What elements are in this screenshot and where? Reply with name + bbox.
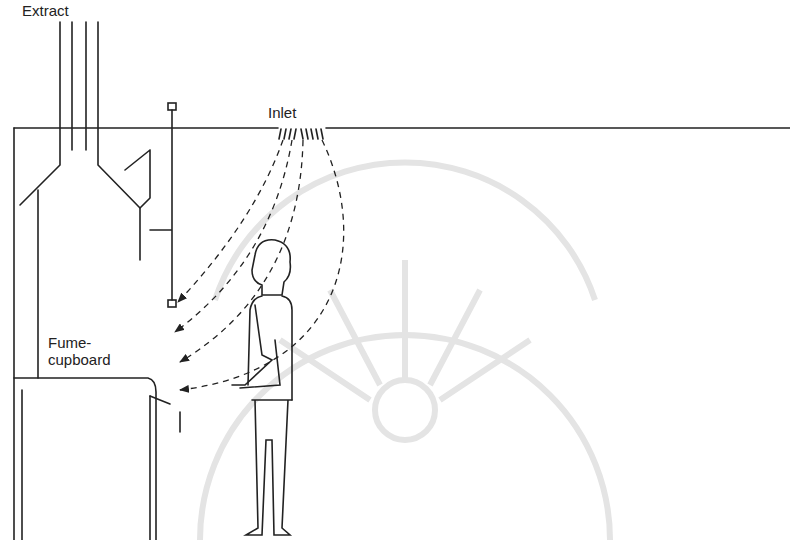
hood-front bbox=[125, 150, 150, 260]
inlet-label: Inlet bbox=[268, 104, 328, 121]
hood-back bbox=[37, 190, 39, 378]
sash-weight bbox=[168, 300, 176, 307]
bench-lip bbox=[150, 396, 180, 432]
bench-top bbox=[14, 378, 156, 540]
duct-label: Extract bbox=[22, 2, 102, 19]
person bbox=[232, 240, 292, 535]
sash-rod bbox=[150, 110, 172, 300]
ceiling bbox=[14, 127, 790, 129]
fume-cupboard-label: Fume- cupboard bbox=[48, 334, 120, 369]
sash-weight bbox=[168, 103, 176, 110]
watermark bbox=[200, 162, 610, 540]
extract-duct bbox=[20, 22, 140, 208]
bench-front bbox=[22, 390, 150, 540]
inlet-grille bbox=[279, 129, 323, 139]
wall bbox=[13, 128, 15, 540]
airflow-arrows bbox=[175, 140, 344, 390]
